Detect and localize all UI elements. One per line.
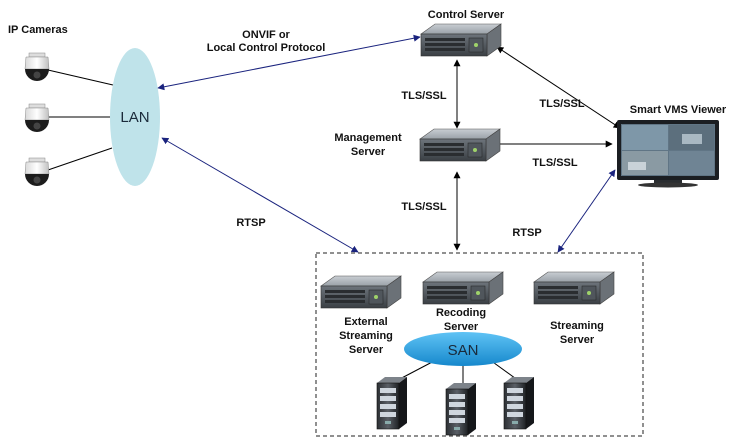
rack-server-icon <box>533 271 615 305</box>
management-server-label-line2: Server <box>351 146 386 158</box>
camera-link-3 <box>47 147 113 171</box>
external-streaming-server-label-line3: Server <box>349 344 384 356</box>
san-ellipse <box>404 332 522 366</box>
monitor-icon <box>617 120 719 188</box>
tower-server-icon <box>445 382 477 436</box>
tls-ssl-mgmt-viewer-label: TLS/SSL <box>532 157 578 169</box>
onvif-label-line2: Local Control Protocol <box>207 42 326 54</box>
management-server-label: Management <box>334 132 402 144</box>
tls-ssl-control-viewer-label: TLS/SSL <box>539 98 585 110</box>
tls-ssl-control-mgmt-label: TLS/SSL <box>401 90 447 102</box>
tower-server-icon <box>376 376 408 430</box>
recoding-server-label: Recoding <box>436 307 486 319</box>
recoding-server-label-line2: Server <box>444 321 479 333</box>
san-label: SAN <box>448 342 479 359</box>
rack-server-icon <box>420 23 502 57</box>
rack-server-icon <box>320 275 402 309</box>
rtsp-viewer-label: RTSP <box>512 227 541 239</box>
arrow-control-viewer <box>496 46 621 129</box>
rack-server-icon <box>419 128 501 162</box>
rtsp-lan-label: RTSP <box>236 217 265 229</box>
external-streaming-server-label-line2: Streaming <box>339 330 393 342</box>
control-server-label: Control Server <box>428 9 505 21</box>
tls-ssl-mgmt-storage-label: TLS/SSL <box>401 201 447 213</box>
streaming-server-label-line2: Server <box>560 334 595 346</box>
dome-camera-icon <box>24 52 50 82</box>
streaming-server-label: Streaming <box>550 320 604 332</box>
arrow-storage-viewer <box>557 169 616 253</box>
lan-cloud <box>110 48 160 186</box>
tower-server-icon <box>503 376 535 430</box>
arrow-lan-storage <box>161 137 359 253</box>
smart-vms-viewer-label: Smart VMS Viewer <box>630 104 727 116</box>
arrow-lan-control <box>157 34 421 91</box>
lan-label: LAN <box>120 109 149 126</box>
dome-camera-icon <box>24 103 50 133</box>
external-streaming-server-label: External <box>344 316 387 328</box>
rack-server-icon <box>422 271 504 305</box>
onvif-label: ONVIF or <box>242 29 290 41</box>
camera-link-1 <box>47 69 114 86</box>
dome-camera-icon <box>24 157 50 187</box>
ip-cameras-label: IP Cameras <box>8 24 68 36</box>
storage-group-boundary <box>315 252 644 437</box>
